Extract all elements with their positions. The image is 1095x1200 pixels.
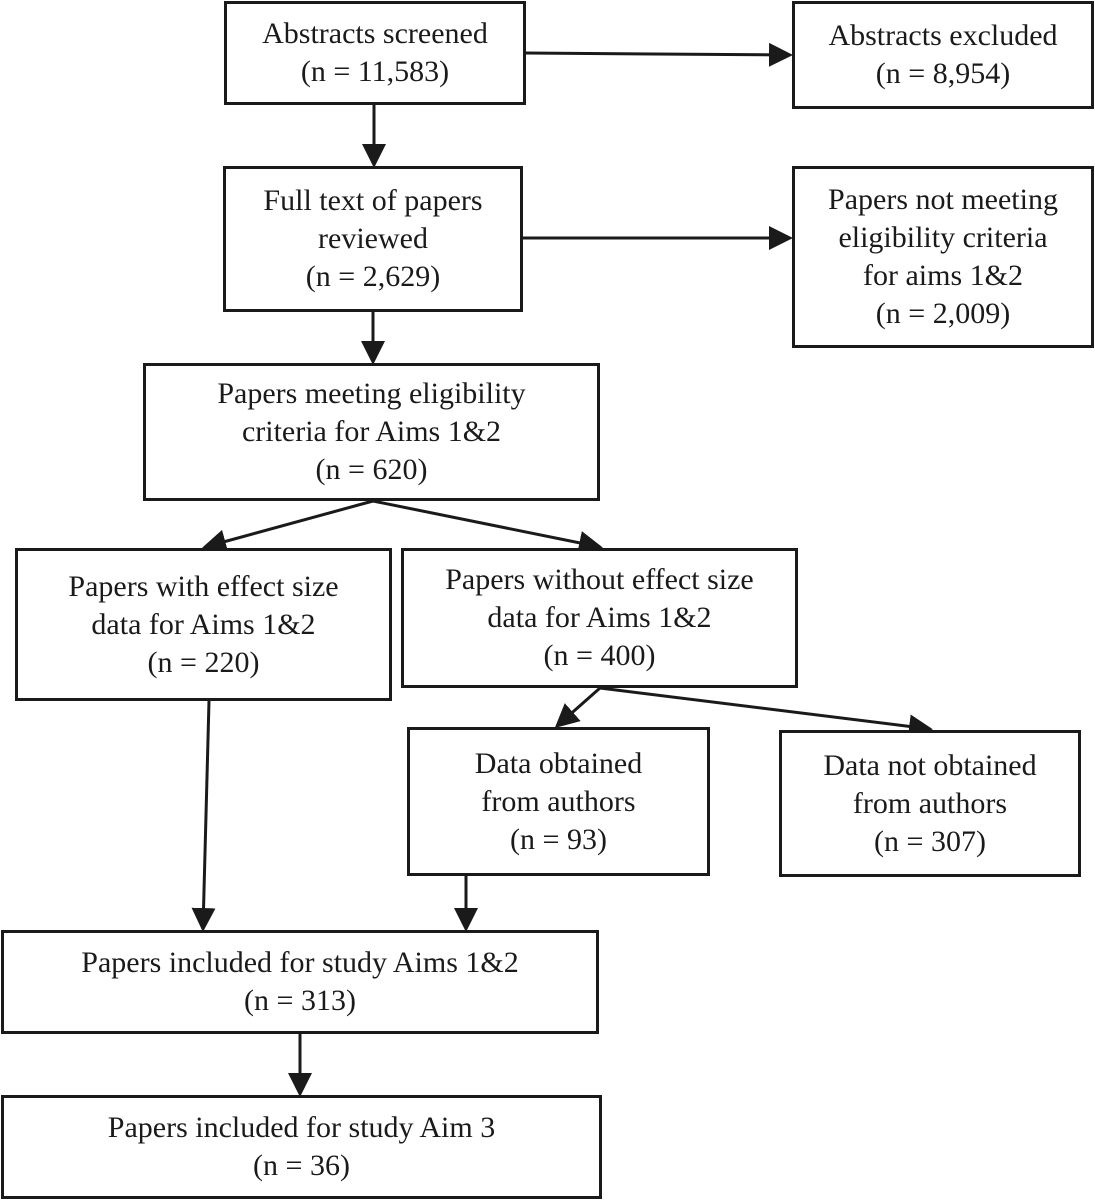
box-count: (n = 313) — [244, 984, 356, 1017]
box-text-line: criteria for Aims 1&2 — [241, 415, 502, 448]
box-text-line: Papers not meeting — [828, 183, 1058, 216]
arrow-screened-to-excluded — [524, 42, 793, 67]
box-text-line: Papers with effect size — [68, 569, 339, 603]
box-count: (n = 220) — [147, 645, 260, 679]
box-text-line: from authors — [852, 786, 1008, 820]
included-aim-3-box: Papers included for study Aim 3 (n = 36) — [1, 1095, 602, 1199]
box-text-line: Papers included for study Aim 3 — [107, 1111, 496, 1144]
box-text-line: Papers meeting eligibility — [217, 377, 526, 410]
box-text-line: Papers without effect size — [445, 563, 754, 596]
box-text-line: Data obtained — [474, 746, 643, 780]
data-obtained-box: Data obtained from authors (n = 93) — [407, 727, 710, 876]
box-count: (n = 307) — [874, 824, 986, 858]
arrow-meeting-to-without-effect — [372, 499, 603, 555]
data-not-obtained-box: Data not obtained from authors (n = 307) — [779, 730, 1081, 877]
box-text-line: data for Aims 1&2 — [487, 601, 712, 634]
not-meeting-criteria-box: Papers not meeting eligibility criteria … — [792, 166, 1094, 348]
arrow-without-to-obtained — [554, 686, 601, 728]
box-count: (n = 620) — [315, 453, 428, 486]
box-text-line: Data not obtained — [823, 748, 1037, 782]
box-count: (n = 36) — [253, 1149, 350, 1182]
meeting-criteria-box: Papers meeting eligibility criteria for … — [143, 363, 600, 501]
box-text-line: Papers included for study Aims 1&2 — [81, 946, 519, 979]
box-count: (n = 11,583) — [300, 55, 450, 88]
box-count: (n = 2,629) — [305, 260, 441, 293]
box-text-line: reviewed — [318, 222, 428, 255]
arrow-with-effect-to-included — [191, 700, 216, 932]
arrow-without-to-not-obtained — [599, 686, 933, 739]
box-text-line: for aims 1&2 — [863, 259, 1023, 292]
arrow-meeting-to-with-effect — [202, 499, 374, 554]
box-text-line: from authors — [481, 784, 636, 818]
full-text-reviewed-box: Full text of papers reviewed (n = 2,629) — [223, 166, 523, 312]
box-count: (n = 8,954) — [875, 57, 1011, 90]
box-count: (n = 93) — [510, 822, 607, 856]
included-aims-1-2-box: Papers included for study Aims 1&2 (n = … — [1, 930, 599, 1034]
box-count: (n = 2,009) — [875, 297, 1011, 330]
box-text-line: Full text of papers — [263, 184, 483, 217]
box-text-line: data for Aims 1&2 — [91, 607, 316, 641]
abstracts-excluded-box: Abstracts excluded (n = 8,954) — [792, 1, 1094, 109]
box-text-line: eligibility criteria — [838, 221, 1048, 254]
box-count: (n = 400) — [543, 639, 656, 672]
box-text-line: Abstracts screened — [262, 17, 488, 50]
without-effect-size-box: Papers without effect size data for Aims… — [401, 548, 798, 688]
box-text-line: Abstracts excluded — [828, 19, 1058, 52]
abstracts-screened-box: Abstracts screened (n = 11,583) — [224, 1, 526, 105]
with-effect-size-box: Papers with effect size data for Aims 1&… — [15, 548, 392, 701]
